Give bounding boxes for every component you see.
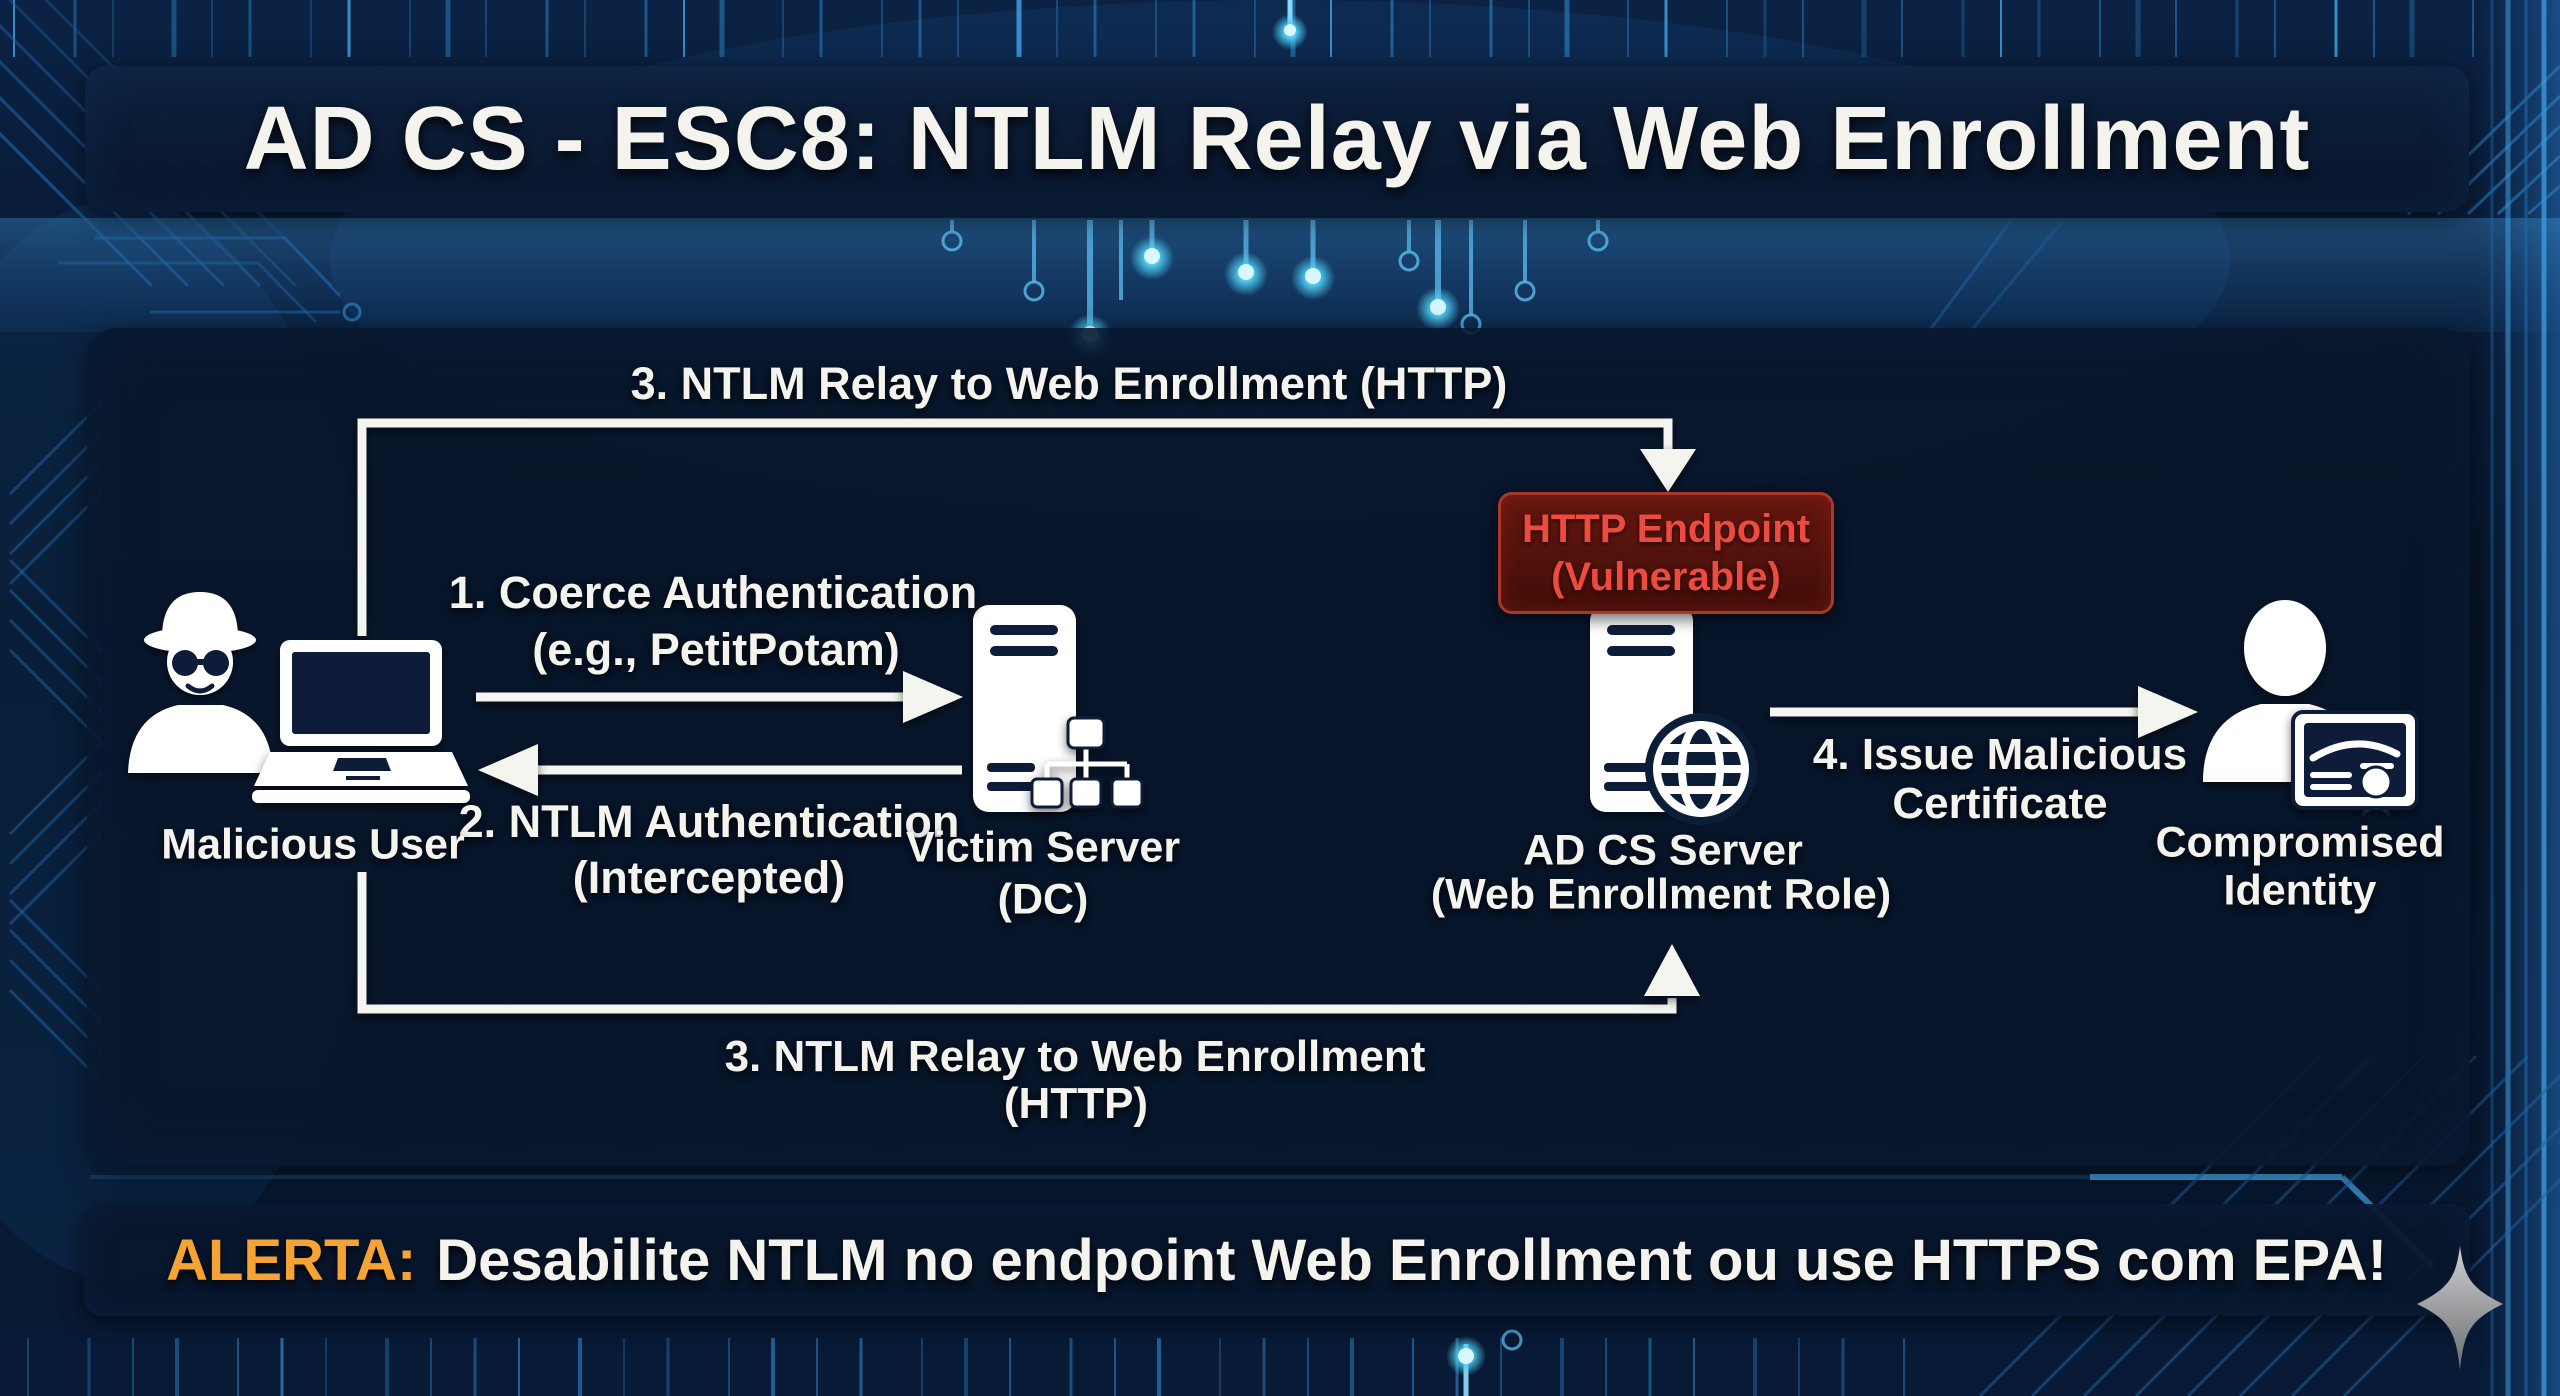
title-bar: AD CS - ESC8: NTLM Relay via Web Enrollm… <box>85 66 2469 212</box>
victim-server-label-line1: Victim Server <box>905 823 1181 872</box>
victim-server-label-line2: (DC) <box>997 875 1089 924</box>
alert-text: Desabilite NTLM no endpoint Web Enrollme… <box>436 1227 2387 1293</box>
adcs-server-label-line2: (Web Enrollment Role) <box>1430 870 1892 919</box>
relay-bottom-label-line2: (HTTP) <box>1003 1079 1149 1128</box>
badge-line2: (Vulnerable) <box>1551 555 1781 599</box>
ntlm-auth-label-line1: 2. NTLM Authentication <box>458 796 960 847</box>
issue-cert-label-line1: 4. Issue Malicious <box>1812 730 2188 779</box>
page-title: AD CS - ESC8: NTLM Relay via Web Enrollm… <box>243 88 2311 189</box>
issue-cert-label-line2: Certificate <box>1892 779 2108 828</box>
badge-line1: HTTP Endpoint <box>1521 507 1811 551</box>
relay-top-label: 3. NTLM Relay to Web Enrollment (HTTP) <box>630 358 1508 409</box>
adcs-server-label-line1: AD CS Server <box>1523 826 1803 875</box>
relay-bottom-label-line1: 3. NTLM Relay to Web Enrollment <box>724 1032 1426 1081</box>
http-endpoint-badge: HTTP Endpoint (Vulnerable) <box>1498 492 1834 614</box>
alert-bar: ALERTA: Desabilite NTLM no endpoint Web … <box>83 1204 2470 1316</box>
coerce-label-line1: 1. Coerce Authentication <box>448 567 978 618</box>
coerce-label-line2: (e.g., PetitPotam) <box>532 624 900 675</box>
malicious-user-label: Malicious User <box>161 820 465 869</box>
compromised-identity-label-line1: Compromised <box>2155 818 2445 867</box>
alert-prefix: ALERTA: <box>166 1227 417 1293</box>
compromised-identity-label-line2: Identity <box>2223 866 2377 915</box>
ntlm-auth-label-line2: (Intercepted) <box>572 852 846 903</box>
